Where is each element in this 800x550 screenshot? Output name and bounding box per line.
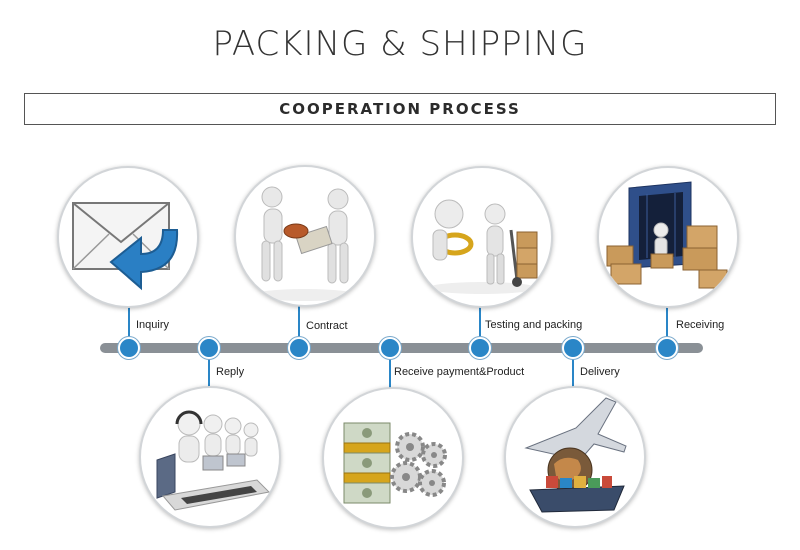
step-label-payment: Receive payment&Product [394,366,524,378]
step-label-testing: Testing and packing [485,319,582,331]
step-label-delivery: Delivery [580,366,620,378]
step-label-receiving: Receiving [676,319,724,331]
timeline-bar [100,343,703,353]
timeline-node-payment [379,337,401,359]
magnifier-hand-truck-icon [411,166,553,308]
envelope-reply-icon [57,166,199,308]
container-boxes-icon [597,166,739,308]
timeline-node-contract [288,337,310,359]
call-center-icon [139,386,281,528]
timeline-node-testing [469,337,491,359]
timeline-node-inquiry [118,337,140,359]
step-label-reply: Reply [216,366,244,378]
timeline-node-reply [198,337,220,359]
money-gears-icon [322,387,464,529]
airplane-ship-globe-icon [504,386,646,528]
section-banner: COOPERATION PROCESS [24,93,776,125]
banner-text: COOPERATION PROCESS [279,100,521,118]
page-title: PACKING & SHIPPING [0,24,800,64]
timeline-node-receiving [656,337,678,359]
step-label-contract: Contract [306,320,348,332]
timeline-node-delivery [562,337,584,359]
step-label-inquiry: Inquiry [136,319,169,331]
handshake-contract-icon [234,165,376,307]
